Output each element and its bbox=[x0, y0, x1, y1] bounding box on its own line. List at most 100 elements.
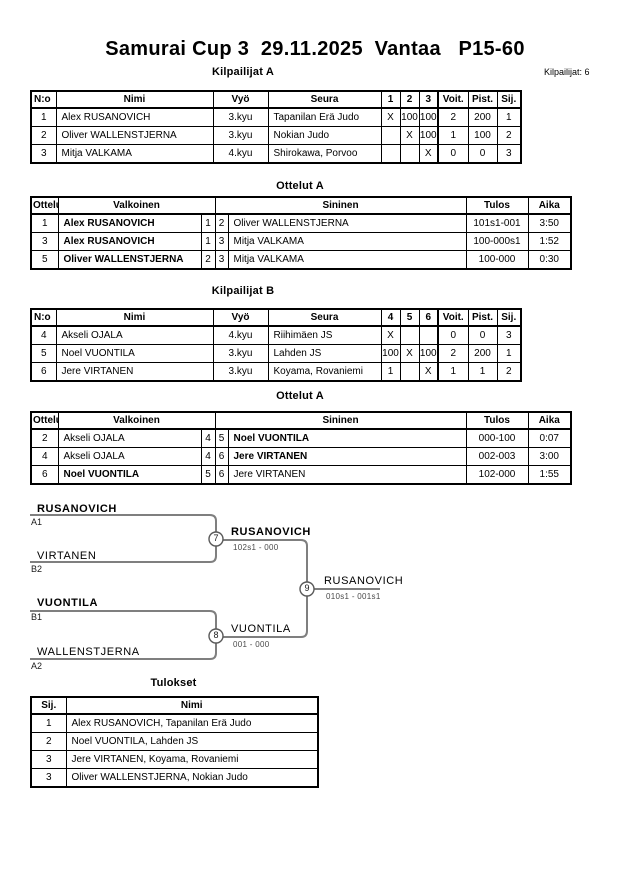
cell-blue-name: Oliver WALLENSTJERNA bbox=[227, 213, 467, 233]
cell-place: 1 bbox=[496, 344, 522, 363]
cell-club: Shirokawa, Porvoo bbox=[267, 144, 382, 164]
col-match: Ottelu bbox=[30, 411, 59, 430]
cell-place: 3 bbox=[496, 325, 522, 345]
page-title: Samurai Cup 3 29.11.2025 Vantaa P15-60 bbox=[105, 38, 525, 60]
cell-time: 0:07 bbox=[527, 428, 572, 448]
col-wins: Voit. bbox=[437, 308, 469, 327]
col-result: Tulos bbox=[465, 411, 529, 430]
cell-wins: 2 bbox=[437, 344, 469, 363]
cell-name: Jere VIRTANEN bbox=[55, 362, 214, 382]
table-row: 5 Oliver WALLENSTJERNA 2 3 Mitja VALKAMA… bbox=[30, 250, 572, 270]
table-row: 2 Oliver WALLENSTJERNA 3.kyu Nokian Judo… bbox=[30, 126, 522, 145]
cell-blue-no: 5 bbox=[214, 428, 229, 448]
cell-r3: 100 bbox=[418, 107, 439, 127]
cell-white-name: Akseli OJALA bbox=[57, 447, 202, 466]
bracket-match9-number: 9 bbox=[304, 583, 310, 593]
header-row: Sij. Nimi bbox=[30, 696, 319, 715]
cell-belt: 3.kyu bbox=[212, 344, 269, 363]
col-place: Sij. bbox=[30, 696, 67, 715]
cell-belt: 4.kyu bbox=[212, 144, 269, 164]
cell-name: Noel VUONTILA bbox=[55, 344, 214, 363]
cell-name: Oliver WALLENSTJERNA bbox=[55, 126, 214, 145]
cell-result: 002-003 bbox=[465, 447, 529, 466]
cell-place: 3 bbox=[496, 144, 522, 164]
col-points: Pist. bbox=[467, 308, 498, 327]
cell-place: 2 bbox=[496, 362, 522, 382]
competitor-count-label: Kilpailijat: 6 bbox=[544, 67, 590, 77]
cell-r2: X bbox=[399, 126, 420, 145]
col-no: N:o bbox=[30, 308, 57, 327]
col-blue: Sininen bbox=[214, 196, 467, 215]
col-name: Nimi bbox=[65, 696, 319, 715]
header-row: Ottelu Valkoinen Sininen Tulos Aika bbox=[30, 411, 572, 430]
cell-name: Oliver WALLENSTJERNA, Nokian Judo bbox=[65, 768, 319, 788]
cell-club: Nokian Judo bbox=[267, 126, 382, 145]
cell-r1 bbox=[380, 126, 401, 145]
bracket-player-b2: VIRTANEN bbox=[37, 550, 97, 562]
bracket-player-a1: RUSANOVICH bbox=[37, 503, 117, 515]
cell-blue-no: 3 bbox=[214, 250, 229, 270]
cell-match-no: 1 bbox=[30, 213, 59, 233]
cell-blue-no: 2 bbox=[214, 213, 229, 233]
cell-belt: 3.kyu bbox=[212, 362, 269, 382]
cell-r1: X bbox=[380, 107, 401, 127]
table-row: 3 Mitja VALKAMA 4.kyu Shirokawa, Porvoo … bbox=[30, 144, 522, 164]
cell-white-no: 4 bbox=[200, 428, 216, 448]
cell-place: 1 bbox=[30, 713, 67, 733]
bracket-match7-score: 102s1 - 000 bbox=[233, 543, 279, 552]
table-row: 1 Alex RUSANOVICH 3.kyu Tapanilan Erä Ju… bbox=[30, 107, 522, 127]
cell-r4: 100 bbox=[380, 344, 401, 363]
cell-no: 4 bbox=[30, 325, 57, 345]
results-table: Sij. Nimi 1 Alex RUSANOVICH, Tapanilan E… bbox=[30, 696, 319, 788]
cell-r2: 100 bbox=[399, 107, 420, 127]
col-club: Seura bbox=[267, 90, 382, 109]
cell-name: Mitja VALKAMA bbox=[55, 144, 214, 164]
col-no: N:o bbox=[30, 90, 57, 109]
cell-time: 1:55 bbox=[527, 465, 572, 485]
cell-time: 3:50 bbox=[527, 213, 572, 233]
cell-result: 100-000 bbox=[465, 250, 529, 270]
col-time: Aika bbox=[527, 411, 572, 430]
cell-r5 bbox=[399, 362, 420, 382]
col-belt: Vyö bbox=[212, 90, 269, 109]
cell-points: 1 bbox=[467, 362, 498, 382]
bracket-seed-b1: B1 bbox=[31, 612, 43, 622]
col-wins: Voit. bbox=[437, 90, 469, 109]
col-blue: Sininen bbox=[214, 411, 467, 430]
bracket-match8-number: 8 bbox=[213, 630, 219, 640]
cell-place: 2 bbox=[30, 732, 67, 751]
cell-time: 0:30 bbox=[527, 250, 572, 270]
pool-a-table: N:o Nimi Vyö Seura 1 2 3 Voit. Pist. Sij… bbox=[30, 90, 522, 164]
col-opp6: 6 bbox=[418, 308, 439, 327]
cell-no: 1 bbox=[30, 107, 57, 127]
cell-white-no: 2 bbox=[200, 250, 216, 270]
cell-blue-no: 6 bbox=[214, 465, 229, 485]
cell-r3: X bbox=[418, 144, 439, 164]
cell-name: Alex RUSANOVICH bbox=[55, 107, 214, 127]
cell-place: 3 bbox=[30, 750, 67, 769]
matches-b-table: Ottelu Valkoinen Sininen Tulos Aika 2 Ak… bbox=[30, 411, 572, 485]
col-opp2: 2 bbox=[399, 90, 420, 109]
cell-wins: 1 bbox=[437, 126, 469, 145]
section-heading-matches-b: Ottelut A bbox=[276, 390, 324, 402]
cell-wins: 0 bbox=[437, 144, 469, 164]
cell-white-no: 1 bbox=[200, 213, 216, 233]
cell-match-no: 2 bbox=[30, 428, 59, 448]
cell-match-no: 5 bbox=[30, 250, 59, 270]
cell-match-no: 6 bbox=[30, 465, 59, 485]
cell-blue-name: Noel VUONTILA bbox=[227, 428, 467, 448]
col-club: Seura bbox=[267, 308, 382, 327]
table-row: 6 Noel VUONTILA 5 6 Jere VIRTANEN 102-00… bbox=[30, 465, 572, 485]
cell-r6: X bbox=[418, 362, 439, 382]
table-row: 1 Alex RUSANOVICH 1 2 Oliver WALLENSTJER… bbox=[30, 213, 572, 233]
col-time: Aika bbox=[527, 196, 572, 215]
bracket-match8-winner: VUONTILA bbox=[231, 623, 291, 635]
cell-result: 000-100 bbox=[465, 428, 529, 448]
pool-b-table: N:o Nimi Vyö Seura 4 5 6 Voit. Pist. Sij… bbox=[30, 308, 522, 382]
cell-no: 2 bbox=[30, 126, 57, 145]
cell-belt: 3.kyu bbox=[212, 126, 269, 145]
section-heading-matches-a: Ottelut A bbox=[276, 180, 324, 192]
table-row: 6 Jere VIRTANEN 3.kyu Koyama, Rovaniemi … bbox=[30, 362, 522, 382]
col-belt: Vyö bbox=[212, 308, 269, 327]
